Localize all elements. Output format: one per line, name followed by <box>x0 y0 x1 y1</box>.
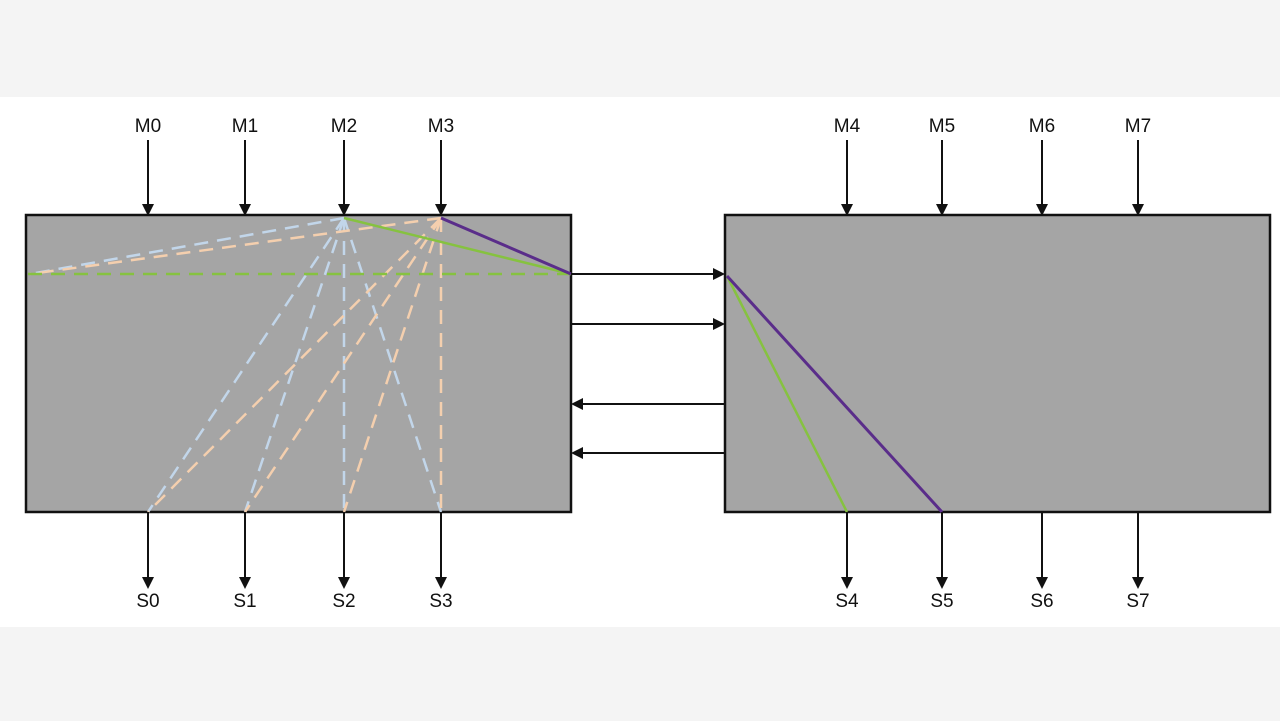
port-label-m1: M1 <box>232 116 258 137</box>
path-m3-peach-3 <box>342 217 443 513</box>
path-m2-blue-0 <box>29 216 345 276</box>
port-label-m7: M7 <box>1125 116 1151 137</box>
port-label-s6: S6 <box>1030 591 1053 612</box>
port-label-m5: M5 <box>929 116 955 137</box>
path-purple-to-s5 <box>725 274 944 514</box>
path-green-to-s4 <box>725 275 849 513</box>
port-label-m6: M6 <box>1029 116 1055 137</box>
path-m3-peach-1 <box>147 217 442 513</box>
port-arrows <box>142 140 1144 589</box>
path-green-m2-link <box>343 216 572 276</box>
port-label-m2: M2 <box>331 116 357 137</box>
path-m2-blue-1 <box>146 217 346 513</box>
path-m3-peach-0 <box>29 216 442 276</box>
interconnect-links <box>571 268 725 459</box>
left-switch-box <box>24 213 573 514</box>
path-m2-blue-2 <box>243 217 346 513</box>
right-switch-box <box>723 213 1272 514</box>
port-label-s0: S0 <box>136 591 159 612</box>
path-m2-blue-4 <box>342 217 443 513</box>
port-label-s1: S1 <box>233 591 256 612</box>
routing-paths <box>26 216 944 514</box>
port-label-s7: S7 <box>1126 591 1149 612</box>
path-purple-m3-link <box>440 216 572 276</box>
port-label-m0: M0 <box>135 116 161 137</box>
port-label-s4: S4 <box>835 591 859 612</box>
port-label-s5: S5 <box>930 591 953 612</box>
port-label-m4: M4 <box>834 116 861 137</box>
port-label-m3: M3 <box>428 116 454 137</box>
path-m3-peach-2 <box>243 217 443 513</box>
port-label-s3: S3 <box>429 591 452 612</box>
port-label-s2: S2 <box>332 591 355 612</box>
